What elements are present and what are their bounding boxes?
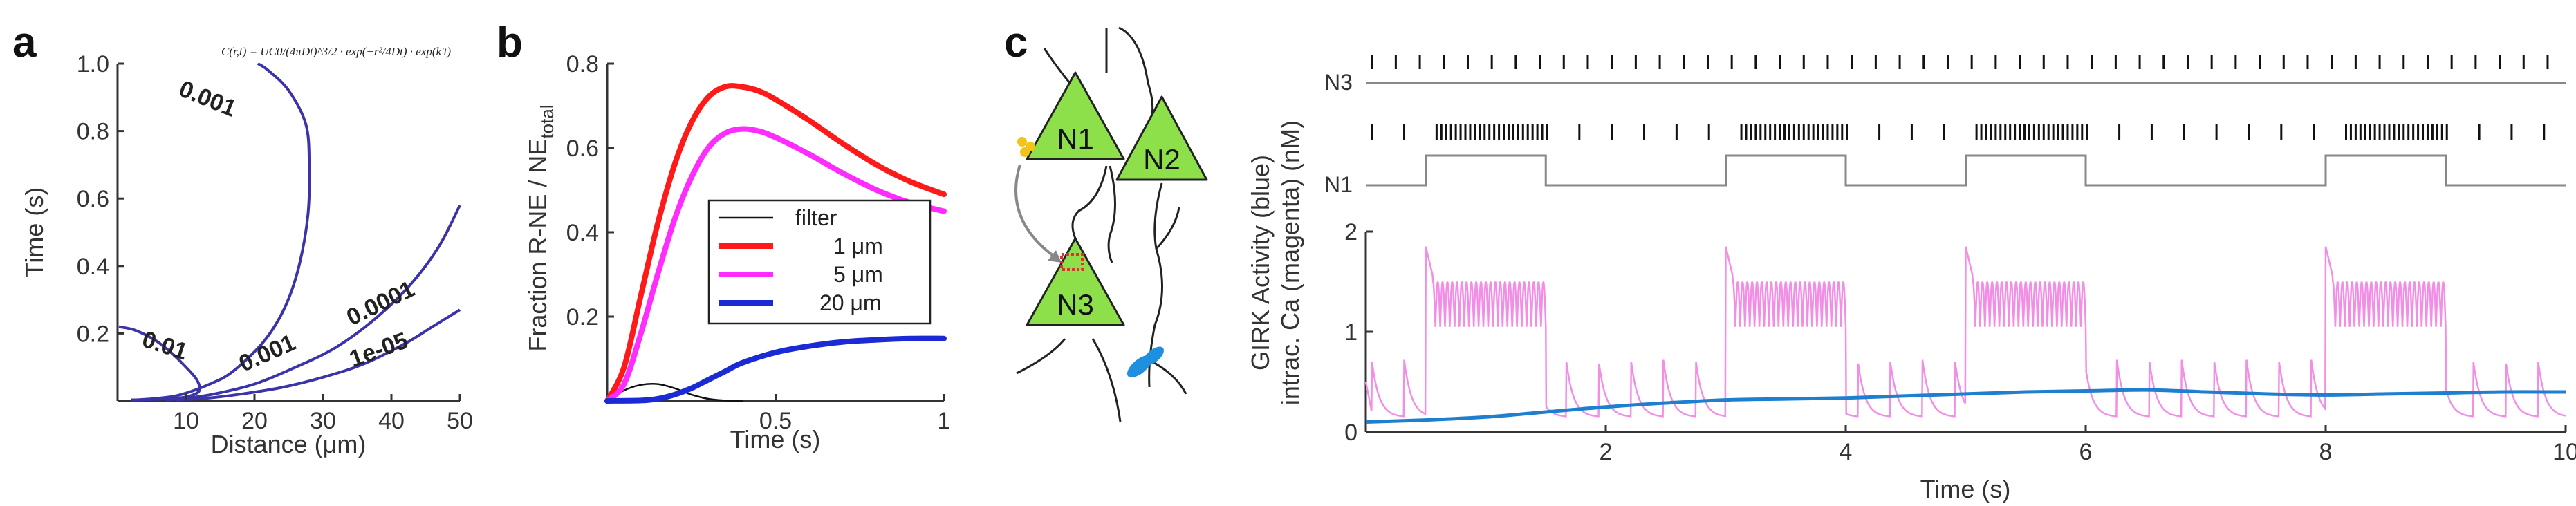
panel-b-y-label-main: Fraction R-NE / NE <box>523 139 552 352</box>
contour-line-0.001 <box>138 62 311 402</box>
panel-a-y-tick-label: 0.2 <box>77 321 109 347</box>
panel-b-x-tick-label: 1 <box>938 408 951 434</box>
panel-c-y-tick-label: 2 <box>1344 219 1358 245</box>
n2-terminal <box>1147 358 1187 395</box>
panel-c-activity-traces: 2 4 6 8 10 0 1 2 N3 N1 Time (s) GIRK Activity (… <box>1246 55 2576 503</box>
n2-dendrite <box>1118 26 1154 118</box>
panel-b-y-tick-label: 0.2 <box>566 304 599 330</box>
n3-dendrite-left <box>1016 338 1066 375</box>
panel-c-y-tick-label: 1 <box>1344 319 1358 346</box>
formula-text: C(r,t) = UC0/(4πDt)^3/2 · exp(−r²/4Dt) ·… <box>221 45 451 58</box>
series-line-filter <box>606 382 743 402</box>
arrowhead-icon <box>1048 250 1062 263</box>
panel-c-y-label-2: intrac. Ca (magenta) (nM) <box>1276 120 1304 405</box>
calcium-trace <box>1364 246 2566 418</box>
panel-b-y-label: Fraction R-NE / NEtotal <box>523 104 557 351</box>
n1-axon <box>1071 165 1108 239</box>
panel-a-x-tick-label: 10 <box>173 408 199 434</box>
neuron-label-n3: N3 <box>1057 288 1094 321</box>
n1-stimulus-trace <box>1366 154 2566 187</box>
panel-c-x-tick-label: 4 <box>1840 439 1853 465</box>
diffusion-arrow <box>1014 164 1059 261</box>
girk-channel-icon <box>1143 346 1164 366</box>
neuron-schematic: N1 N2 N3 <box>1014 26 1208 422</box>
contour-label-0.001-top: 0.001 <box>176 75 240 122</box>
series-line-5-μm <box>604 126 947 404</box>
neuron-n1 <box>1026 71 1125 160</box>
contour-line-1e-05 <box>176 308 461 402</box>
contour-line-0.01 <box>118 325 201 402</box>
legend-label-1um: 1 μm <box>833 234 883 259</box>
ne-molecule-icon <box>1020 147 1030 157</box>
legend-label-5um: 5 μm <box>833 262 883 287</box>
n1-axon-branch <box>1107 165 1116 263</box>
panel-a-x-tick-label: 30 <box>310 408 336 434</box>
panel-c-y-tick-label: 0 <box>1344 420 1358 446</box>
panel-a-y-tick-label: 0.8 <box>77 119 109 145</box>
panel-a-contour-plot: 10 20 30 40 50 0.2 0.4 0.6 0.8 1.0 0.001 0.01 0.0… <box>20 51 473 458</box>
panel-a-y-tick-label: 0.4 <box>77 254 109 280</box>
panel-c-x-tick-label: 8 <box>2319 439 2333 465</box>
panel-c-y-label-1: GIRK Activity (blue) <box>1246 155 1275 371</box>
panel-c-x-tick-label: 2 <box>1600 439 1613 465</box>
row-label-n3: N3 <box>1324 70 1353 95</box>
panel-label-a: a <box>12 19 37 66</box>
legend-label-20um: 20 μm <box>819 290 882 315</box>
neuron-n2 <box>1115 95 1208 181</box>
series-line-20-μm <box>604 335 947 404</box>
panel-c-x-tick-label: 6 <box>2079 439 2093 465</box>
contour-line-0.0001 <box>165 205 461 402</box>
n3-axon <box>1091 338 1122 422</box>
contour-label-0.0001: 0.0001 <box>342 276 418 331</box>
neuron-label-n1: N1 <box>1057 122 1094 155</box>
panel-a-y-tick-label: 1.0 <box>77 51 109 77</box>
panel-a-y-tick-label: 0.6 <box>77 186 109 212</box>
panel-label-b: b <box>497 19 523 66</box>
neuron-n3 <box>1026 237 1125 326</box>
panel-a-x-tick-label: 50 <box>447 408 473 434</box>
panel-a-y-label: Time (s) <box>20 187 48 278</box>
n2-axon-branch <box>1155 207 1180 250</box>
panel-a-x-label: Distance (μm) <box>211 430 367 458</box>
neuron-label-n2: N2 <box>1143 143 1180 176</box>
girk-trace <box>1365 388 2566 424</box>
panel-label-c: c <box>1004 19 1028 66</box>
panel-b-y-tick-label: 0.4 <box>566 220 599 246</box>
receptor-icon <box>1060 253 1084 271</box>
legend-label-filter: filter <box>795 205 837 230</box>
panel-b-y-tick-label: 0.8 <box>566 51 599 77</box>
series-line-1-μm <box>604 83 947 404</box>
row-label-n1: N1 <box>1324 172 1353 197</box>
panel-c-x-tick-label: 10 <box>2552 439 2576 465</box>
contour-label-0.01: 0.01 <box>139 326 191 366</box>
ne-molecule-icon <box>1017 137 1027 147</box>
panel-b-legend: filter 1 μm 5 μm 20 μm <box>707 199 932 325</box>
panel-b-y-label-sub: total <box>537 104 557 138</box>
panel-a-x-tick-label: 20 <box>241 408 268 434</box>
panel-b-x-label: Time (s) <box>730 425 821 453</box>
panel-a-x-tick-label: 40 <box>378 408 405 434</box>
panel-b-x-tick-label: 0.5 <box>759 408 792 434</box>
panel-c-x-label: Time (s) <box>1920 475 2011 503</box>
panel-b-y-tick-label: 0.6 <box>566 135 599 162</box>
